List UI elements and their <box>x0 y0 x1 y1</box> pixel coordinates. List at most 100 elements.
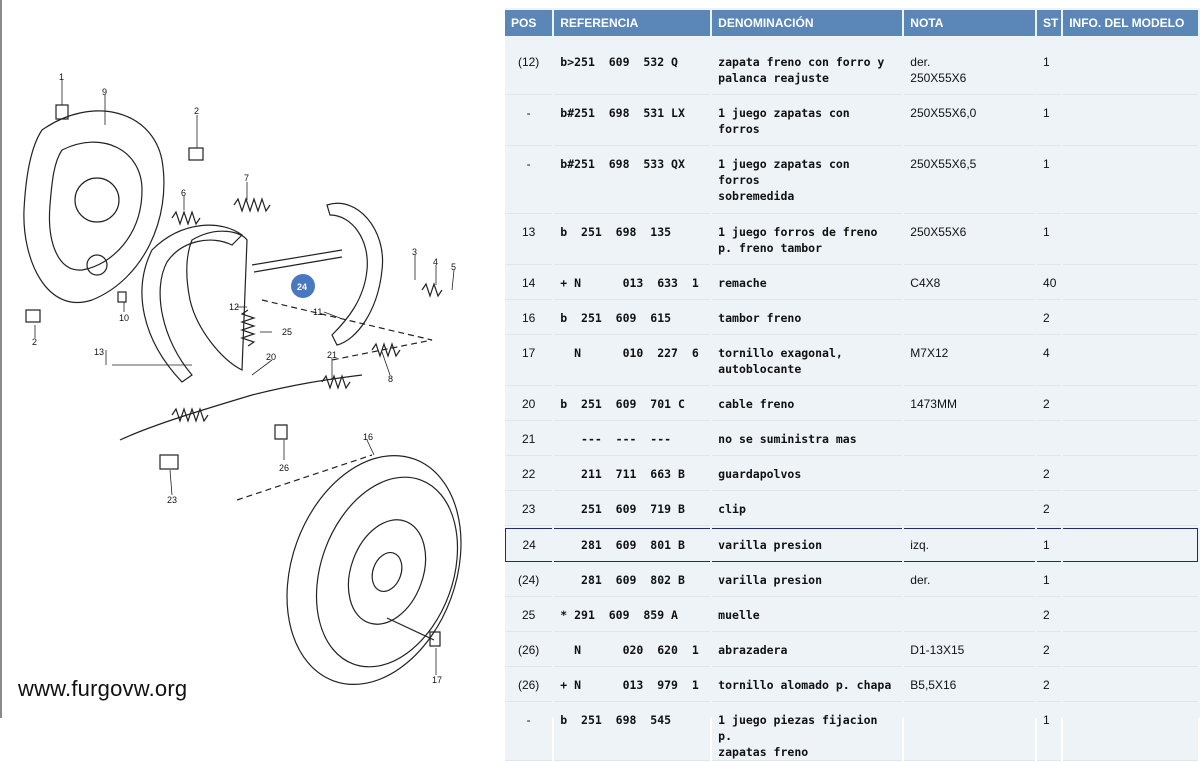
site-watermark: www.furgovw.org <box>18 676 188 701</box>
table-row[interactable]: 21 --- --- ---no se suministra mas <box>505 423 1198 456</box>
cell-st: 2 <box>1037 493 1062 526</box>
cell-st: 2 <box>1037 634 1062 667</box>
cell-st: 1 <box>1037 704 1062 761</box>
callout-label: 13 <box>94 347 104 357</box>
cell-pos: - <box>505 148 553 214</box>
callout-label: 2 <box>194 106 199 116</box>
cell-info <box>1063 493 1198 526</box>
cell-pos: (26) <box>505 634 553 667</box>
cell-ref: + N 013 633 1 <box>554 267 711 300</box>
spring-4 <box>421 282 443 298</box>
callout-24-highlight <box>291 274 315 298</box>
cell-nota: der. 250X55X6 <box>904 46 1036 95</box>
cell-st: 1 <box>1037 564 1062 597</box>
brake-shoe-11 <box>326 202 384 346</box>
cell-st <box>1037 423 1062 456</box>
callout-label: 10 <box>119 313 129 323</box>
callout-label: 24 <box>297 282 307 292</box>
cell-den: 1 juego zapatas con forros sobremedida <box>712 148 903 214</box>
parts-table-panel: POS REFERENCIA DENOMINACIÓN NOTA ST INFO… <box>505 8 1200 761</box>
cell-st: 2 <box>1037 302 1062 335</box>
cell-info <box>1063 267 1198 300</box>
cell-den: 1 juego piezas fijacion p. zapatas freno <box>712 704 903 761</box>
cell-info <box>1063 423 1198 456</box>
cell-ref: 281 609 801 B <box>554 528 711 562</box>
cell-pos: 22 <box>505 458 553 491</box>
column-header-den[interactable]: DENOMINACIÓN <box>712 10 903 36</box>
cell-ref: b>251 609 532 Q <box>554 46 711 95</box>
callout-label: 6 <box>181 188 186 198</box>
cell-nota <box>904 302 1036 335</box>
cell-pos: (26) <box>505 669 553 702</box>
cell-den: no se suministra mas <box>712 423 903 456</box>
brake-assembly-drawing: 1 9 2 6 7 3 4 5 24 11 12 25 10 13 2 20 2… <box>23 72 462 685</box>
parts-table: POS REFERENCIA DENOMINACIÓN NOTA ST INFO… <box>503 8 1200 763</box>
cell-den: muelle <box>712 599 903 632</box>
cell-info <box>1063 528 1198 562</box>
callout-label: 1 <box>59 72 64 82</box>
cell-info <box>1063 564 1198 597</box>
cell-nota <box>904 493 1036 526</box>
cell-nota: 250X55X6,5 <box>904 148 1036 214</box>
cell-pos: 23 <box>505 493 553 526</box>
callout-label: 25 <box>282 327 292 337</box>
cell-st: 1 <box>1037 46 1062 95</box>
callout-label: 8 <box>388 374 393 384</box>
callout-label: 9 <box>102 87 107 97</box>
brake-cable-20 <box>119 374 363 441</box>
column-header-pos[interactable]: POS <box>505 10 553 36</box>
cell-nota: B5,5X16 <box>904 669 1036 702</box>
callout-label: 2 <box>32 337 37 347</box>
cell-pos: 16 <box>505 302 553 335</box>
cell-pos: - <box>505 704 553 761</box>
spring-8 <box>371 342 401 358</box>
exploded-parts-diagram: 1 9 2 6 7 3 4 5 24 11 12 25 10 13 2 20 2… <box>0 0 500 718</box>
cell-nota <box>904 458 1036 491</box>
cell-den: varilla presion <box>712 528 903 562</box>
column-header-info[interactable]: INFO. DEL MODELO <box>1063 10 1198 36</box>
cell-den: remache <box>712 267 903 300</box>
cell-ref: * 291 609 859 A <box>554 599 711 632</box>
backing-plate <box>23 110 165 303</box>
cell-st: 2 <box>1037 388 1062 421</box>
column-header-st[interactable]: ST <box>1037 10 1062 36</box>
brake-shoe-13 <box>141 224 243 383</box>
column-header-ref[interactable]: REFERENCIA <box>554 10 711 36</box>
cell-st: 1 <box>1037 97 1062 146</box>
cell-ref: 281 609 802 B <box>554 564 711 597</box>
cell-nota: D1-13X15 <box>904 634 1036 667</box>
spring-6 <box>171 210 201 226</box>
table-header-row: POS REFERENCIA DENOMINACIÓN NOTA ST INFO… <box>505 10 1198 36</box>
cell-pos: (12) <box>505 46 553 95</box>
column-header-nota[interactable]: NOTA <box>904 10 1036 36</box>
cell-nota <box>904 704 1036 761</box>
cell-ref: b 251 609 615 <box>554 302 711 335</box>
cell-st: 1 <box>1037 148 1062 214</box>
cell-pos: 14 <box>505 267 553 300</box>
cell-pos: 13 <box>505 216 553 265</box>
cell-info <box>1063 46 1198 95</box>
cell-ref: 211 711 663 B <box>554 458 711 491</box>
cell-info <box>1063 634 1198 667</box>
callout-label: 21 <box>327 350 337 360</box>
cell-pos: 17 <box>505 337 553 386</box>
callout-label: 12 <box>229 302 239 312</box>
cell-info <box>1063 97 1198 146</box>
cell-den: clip <box>712 493 903 526</box>
